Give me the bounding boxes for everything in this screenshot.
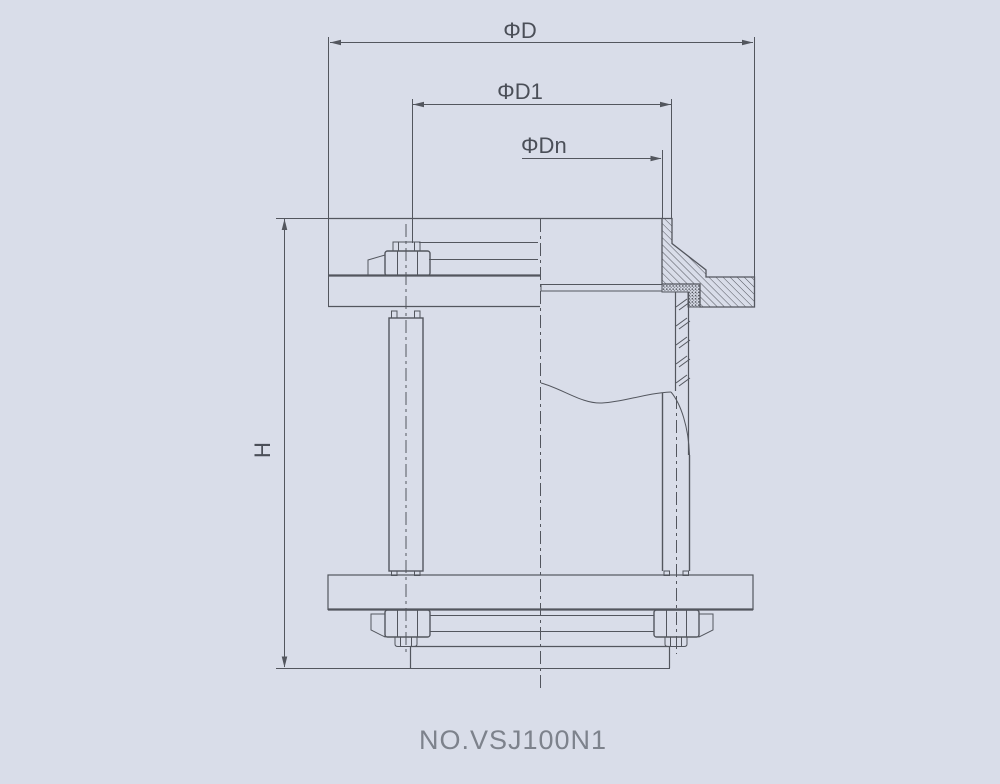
dimension-nominal-diameter: ΦDn <box>521 133 663 218</box>
washer-wedge <box>367 254 386 276</box>
height-label: H <box>250 442 275 458</box>
break-mark <box>675 374 691 387</box>
dimension-height: H <box>250 218 670 669</box>
arrow-right-icon <box>660 101 671 108</box>
pipe-wall-section <box>674 292 691 455</box>
break-mark <box>675 317 691 330</box>
hex-nut <box>384 609 431 638</box>
nut-bottom-right <box>653 609 714 647</box>
arrow-right-icon <box>650 155 662 162</box>
dimension-outer-diameter: ΦD <box>328 18 755 306</box>
arrow-left-icon <box>413 101 424 108</box>
break-mark <box>675 298 691 311</box>
washer-wedge <box>698 613 714 638</box>
tie-rod-right <box>661 393 691 654</box>
hex-nut <box>384 250 431 277</box>
top-flange-assembly <box>328 217 663 308</box>
dimension-bolt-circle: ΦD1 <box>412 79 672 243</box>
pipe-break-marks <box>675 298 691 387</box>
arrow-right-icon <box>742 39 753 46</box>
tie-rod-left <box>388 224 424 654</box>
washer-wedge <box>370 613 386 638</box>
outer-diameter-label: ΦD <box>503 18 536 43</box>
bolt-circle-label: ΦD1 <box>497 79 543 104</box>
break-mark <box>675 355 691 368</box>
break-line <box>540 382 690 456</box>
nut-bottom-left <box>370 609 431 647</box>
sleeve-tick <box>414 310 421 319</box>
inner-pipe-end <box>540 284 663 292</box>
flange-cross-section <box>661 217 756 308</box>
nominal-diameter-label: ΦDn <box>521 133 567 158</box>
gland-edge-lines <box>430 615 654 632</box>
break-curve <box>670 391 690 456</box>
nut-top-left <box>367 241 431 277</box>
break-mark <box>675 336 691 349</box>
arrow-left-icon <box>330 39 341 46</box>
arrow-down-icon <box>281 656 288 668</box>
arrow-up-icon <box>281 219 288 230</box>
part-number-caption: NO.VSJ100N1 <box>419 725 607 755</box>
bolt-end-cap <box>664 636 688 647</box>
wavy-break-line <box>540 382 672 404</box>
sleeve-tick <box>391 310 398 319</box>
